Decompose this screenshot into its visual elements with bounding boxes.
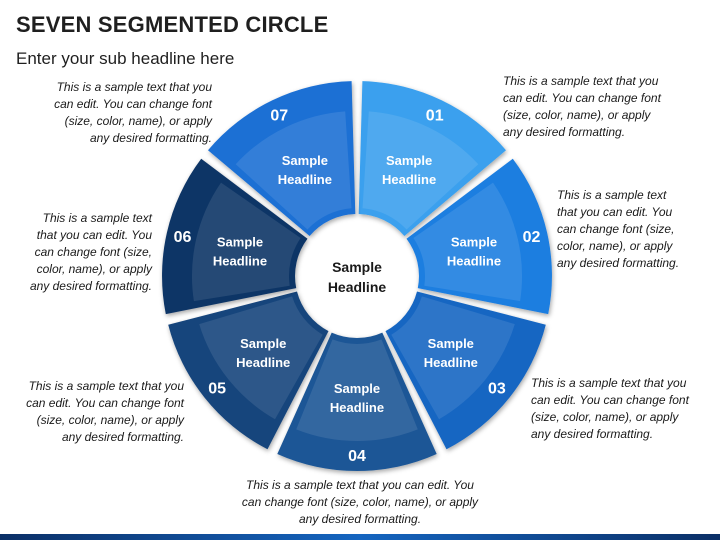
segment-headline-line1: Sample [386,153,432,168]
description-line: color, name), or apply [36,262,152,276]
segment-headline-line2: Headline [213,253,267,268]
center-headline-line2: Headline [328,279,387,295]
segment-number: 01 [426,108,444,125]
page-title: SEVEN SEGMENTED CIRCLE [16,12,329,37]
segment-number: 04 [348,448,366,465]
description-05: This is a sample text that you can edit.… [8,378,184,446]
description-line: This is a sample text that you [28,379,184,393]
segment-inner-panel [235,111,352,230]
segment-inner-panel [391,296,515,420]
description-03: This is a sample text that you can edit.… [531,375,716,443]
description-07: This is a sample text that you can edit.… [20,79,212,147]
segment-headline-line1: Sample [282,153,328,168]
segment-inner-panel [413,182,523,302]
segment-headline-line2: Headline [278,172,332,187]
segment-shape [358,81,506,236]
description-line: This is a sample text that you can edit.… [246,478,474,492]
description-line: (size, color, name), or apply [503,108,651,122]
bottom-accent-bar [0,534,720,540]
segment-number: 07 [270,108,288,125]
segment-shape [277,332,437,472]
description-line: can edit. You can change font [26,396,184,410]
segment-inner-panel [199,296,323,420]
segment-headline-line2: Headline [447,253,501,268]
description-line: (size, color, name), or apply [531,410,679,424]
description-line: that you can edit. You [557,205,673,219]
description-line: This is a sample text that you [531,376,687,390]
segment-inner-panel [191,182,301,302]
description-02: This is a sample text that you can edit.… [557,187,707,272]
description-line: can change font (size, [34,245,152,259]
description-line: any desired formatting. [61,430,184,444]
description-line: This is a sample text that you [503,74,659,88]
description-line: any desired formatting. [29,279,152,293]
segment-headline-line1: Sample [451,234,497,249]
segment-inner-panel [362,111,479,230]
segment-shape [208,81,356,236]
segment-shape [162,158,308,315]
description-line: can change font (size, [557,222,675,236]
description-line: This is a sample text [42,211,152,225]
segment-headline-line1: Sample [240,336,286,351]
segment-headline-line1: Sample [334,381,380,396]
page-subtitle: Enter your sub headline here [16,49,235,68]
description-line: color, name), or apply [557,239,673,253]
description-line: This is a sample text [557,188,667,202]
segment-number: 06 [174,229,192,246]
segment-headline-line2: Headline [236,355,290,370]
segment-headline-line1: Sample [217,234,263,249]
description-line: can edit. You can change font [503,91,661,105]
segment-inner-panel [296,339,418,442]
segment-headline-line2: Headline [424,355,478,370]
description-line: (size, color, name), or apply [36,413,184,427]
segment-number: 03 [488,381,506,398]
description-line: can change font (size, color, name), or … [241,495,479,509]
segment-headline-line2: Headline [382,172,436,187]
segment-headline-line1: Sample [428,336,474,351]
description-line: can edit. You can change font [54,97,212,111]
description-01: This is a sample text that you can edit.… [503,73,703,141]
description-04: This is a sample text that you can edit.… [210,477,510,528]
description-line: can edit. You can change font [531,393,689,407]
segments-layer: 01SampleHeadline02SampleHeadline03Sample… [162,81,552,472]
segment-number: 02 [523,229,541,246]
segment-shape [406,158,552,315]
description-line: that you can edit. You [36,228,152,242]
description-line: any desired formatting. [503,125,626,139]
center-headline-line1: Sample [332,259,382,275]
description-line: any desired formatting. [89,131,212,145]
segment-shape [168,291,329,450]
description-06: This is a sample text that you can edit.… [10,210,152,295]
segment-number: 05 [208,381,226,398]
description-line: This is a sample text that you [56,80,212,94]
segment-headline-line2: Headline [330,400,384,415]
description-line: (size, color, name), or apply [64,114,212,128]
description-line: any desired formatting. [531,427,654,441]
segment-shape [385,291,546,450]
description-line: any desired formatting. [298,512,422,526]
description-line: any desired formatting. [557,256,680,270]
